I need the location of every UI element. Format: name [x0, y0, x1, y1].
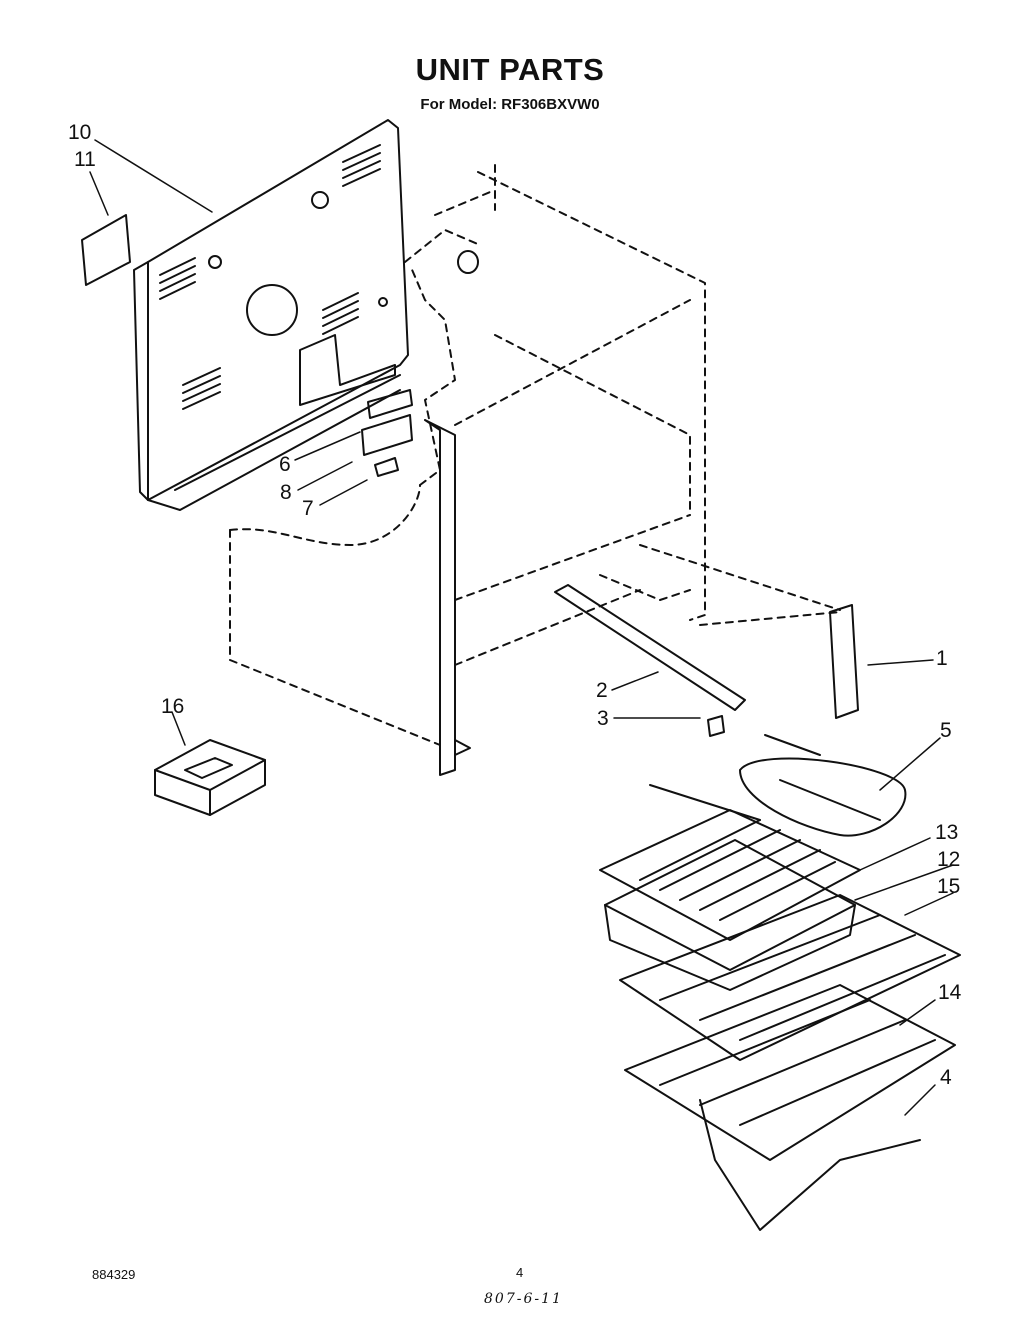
callout-11: 11 — [74, 148, 96, 171]
callout-3: 3 — [597, 707, 609, 730]
model-subtitle: For Model: RF306BXVW0 — [420, 96, 600, 113]
broil-element — [649, 734, 907, 837]
oven-cabinet — [229, 164, 841, 776]
clip-part — [707, 715, 725, 737]
callout-15: 15 — [937, 875, 960, 898]
bracket-part — [81, 214, 131, 286]
leader-lines — [89, 139, 954, 1116]
callout-10: 10 — [68, 121, 91, 144]
callout-4: 4 — [940, 1066, 952, 1089]
callout-13: 13 — [935, 821, 958, 844]
callout-8: 8 — [280, 481, 292, 504]
terminal-block-parts — [361, 389, 413, 477]
page-title: UNIT PARTS — [415, 52, 605, 87]
back-panel — [133, 119, 409, 511]
rail-part — [554, 584, 746, 711]
page-number: 4 — [516, 1265, 524, 1280]
callout-1: 1 — [936, 647, 948, 670]
callout-2: 2 — [596, 679, 608, 702]
bake-element — [699, 1099, 921, 1231]
broiler-pan-set — [599, 809, 861, 991]
control-box — [154, 739, 266, 816]
side-trim-part — [829, 604, 859, 719]
callout-16: 16 — [161, 695, 184, 718]
callout-5: 5 — [940, 719, 952, 742]
callout-12: 12 — [937, 848, 960, 871]
handwritten-code: 807-6-11 — [484, 1291, 563, 1307]
callout-6: 6 — [279, 453, 291, 476]
oven-racks — [619, 894, 961, 1161]
callout-7: 7 — [302, 497, 314, 520]
callout-14: 14 — [938, 981, 962, 1004]
document-number: 884329 — [92, 1267, 136, 1282]
